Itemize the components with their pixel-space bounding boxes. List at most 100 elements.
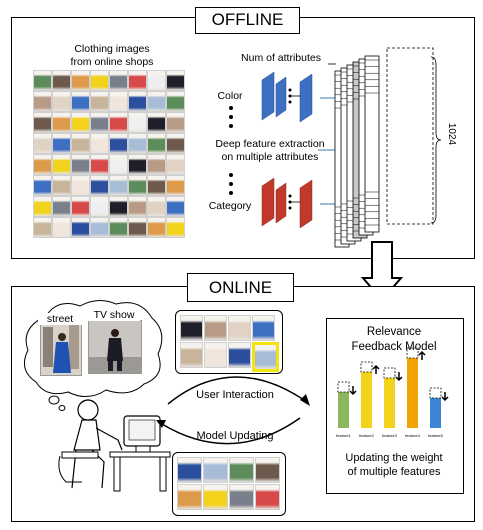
clothing-thumbnail xyxy=(33,154,52,175)
clothing-thumbnail xyxy=(203,484,228,510)
selected-thumbnail[interactable] xyxy=(252,342,279,372)
clothing-thumbnail xyxy=(229,484,254,510)
clothing-thumbnail xyxy=(128,70,147,91)
feature-weight-bars: feature1 feature2 feature3 feature4 feature5 xyxy=(336,347,449,438)
clothing-thumbnail xyxy=(52,154,71,175)
clothing-thumbnail xyxy=(52,70,71,91)
category-dots-icon xyxy=(229,173,233,195)
clothing-thumbnail xyxy=(33,217,52,238)
user-interaction-label: User Interaction xyxy=(196,389,274,401)
clothing-thumbnail xyxy=(52,91,71,112)
feature-bar xyxy=(361,372,372,428)
feature-slice xyxy=(364,55,380,233)
clothing-thumbnail xyxy=(90,133,109,154)
query-result-thumbnails xyxy=(180,315,279,372)
weight-up-arrow-icon xyxy=(372,364,380,374)
clothing-thumbnail xyxy=(229,457,254,483)
num-attributes-label: Num of attributes xyxy=(241,52,321,64)
clothing-thumbnail xyxy=(147,112,166,133)
feature-label: feature1 xyxy=(336,433,351,438)
weight-down-arrow-icon xyxy=(441,392,449,402)
clothing-thumbnail xyxy=(52,196,71,217)
clothing-thumbnail xyxy=(166,133,185,154)
clothing-thumbnail xyxy=(255,457,280,483)
clothing-thumbnail xyxy=(252,315,275,341)
clothing-thumbnail xyxy=(147,196,166,217)
clothing-thumbnail xyxy=(228,315,251,341)
clothing-thumbnail xyxy=(128,175,147,196)
clothing-thumbnail xyxy=(109,133,128,154)
clothing-thumbnail xyxy=(52,133,71,154)
images-caption-line1: Clothing images xyxy=(74,43,150,55)
previous-weight-outline xyxy=(337,381,350,393)
clothing-thumbnail xyxy=(71,217,90,238)
feature-bar xyxy=(430,398,441,428)
clothing-thumbnail xyxy=(33,70,52,91)
clothing-thumbnail xyxy=(147,175,166,196)
updated-result-thumbnails xyxy=(177,457,280,511)
clothing-thumbnail xyxy=(71,133,90,154)
clothing-thumbnail xyxy=(166,196,185,217)
clothing-thumbnail xyxy=(147,91,166,112)
user-at-computer-icon xyxy=(58,399,171,492)
clothing-thumbnail xyxy=(33,175,52,196)
online-title: ONLINE xyxy=(187,273,294,302)
clothing-thumbnail xyxy=(33,91,52,112)
offline-title: OFFLINE xyxy=(195,7,300,34)
deep-feature-line1: Deep feature extraction xyxy=(215,138,325,150)
clothing-thumbnail xyxy=(71,175,90,196)
tv-show-label: TV show xyxy=(88,309,140,321)
clothing-thumbnail xyxy=(71,154,90,175)
clothing-thumbnail xyxy=(109,91,128,112)
feature-bar xyxy=(338,392,349,428)
color-dots-icon xyxy=(229,106,233,128)
feature-label: feature3 xyxy=(382,433,397,438)
clothing-image-grid xyxy=(33,70,189,238)
clothing-thumbnail xyxy=(71,91,90,112)
clothing-thumbnail xyxy=(177,484,202,510)
previous-weight-outline xyxy=(383,367,396,379)
clothing-thumbnail xyxy=(109,154,128,175)
clothing-thumbnail xyxy=(255,484,280,510)
clothing-thumbnail xyxy=(177,457,202,483)
color-network-icon xyxy=(261,71,313,123)
clothing-thumbnail xyxy=(166,70,185,91)
category-network-icon xyxy=(261,177,313,229)
feature-label: feature4 xyxy=(405,433,420,438)
weight-down-arrow-icon xyxy=(395,372,403,382)
tv-figure-icon xyxy=(89,321,141,373)
model-updating-label: Model Updating xyxy=(196,430,274,442)
updating-line2: of multiple features xyxy=(347,466,441,478)
clothing-thumbnail xyxy=(109,70,128,91)
feature-bar xyxy=(384,378,395,428)
clothing-thumbnail xyxy=(33,196,52,217)
clothing-thumbnail xyxy=(166,154,185,175)
clothing-thumbnail xyxy=(128,112,147,133)
images-caption-line2: from online shops xyxy=(70,56,154,68)
clothing-thumbnail xyxy=(166,217,185,238)
feature-label: feature2 xyxy=(359,433,374,438)
clothing-thumbnail xyxy=(90,196,109,217)
feature-slice-back xyxy=(386,47,434,225)
clothing-thumbnail xyxy=(90,70,109,91)
clothing-thumbnail xyxy=(228,342,251,368)
clothing-thumbnail xyxy=(180,342,203,368)
clothing-thumbnail xyxy=(204,342,227,368)
weight-down-arrow-icon xyxy=(349,386,357,396)
feature-label: feature5 xyxy=(428,433,443,438)
clothing-thumbnail xyxy=(33,133,52,154)
clothing-thumbnail xyxy=(109,112,128,133)
clothing-thumbnail xyxy=(33,112,52,133)
clothing-thumbnail xyxy=(52,217,71,238)
clothing-thumbnail xyxy=(203,457,228,483)
color-label: Color xyxy=(217,90,243,102)
clothing-thumbnail xyxy=(90,91,109,112)
clothing-thumbnail xyxy=(109,217,128,238)
clothing-thumbnail xyxy=(90,112,109,133)
clothing-thumbnail xyxy=(90,175,109,196)
clothing-thumbnail xyxy=(166,175,185,196)
dimension-brace-icon xyxy=(430,56,442,224)
clothing-thumbnail xyxy=(128,217,147,238)
clothing-thumbnail xyxy=(128,133,147,154)
